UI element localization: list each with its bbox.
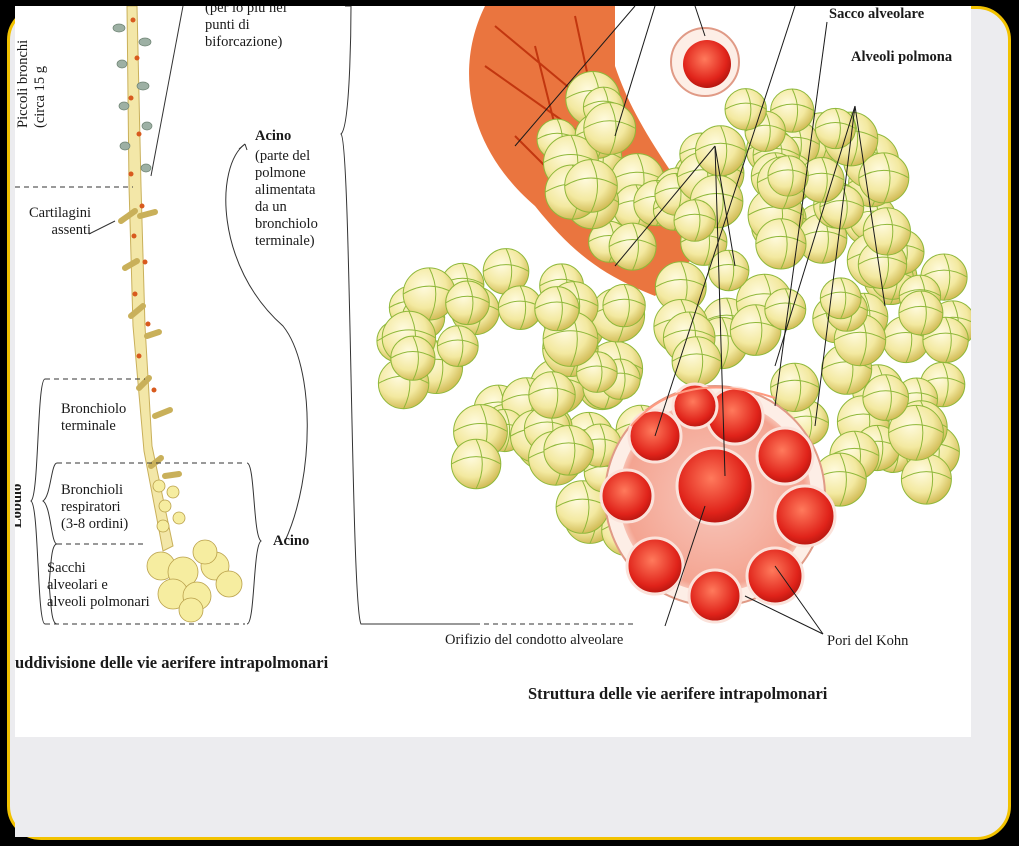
label-pori-kohn: Pori del Kohn (827, 633, 908, 650)
label-acino-title: Acino (255, 128, 291, 145)
upper-red-alveolus (671, 28, 739, 96)
alveolus (859, 153, 909, 203)
alveolus (451, 439, 500, 488)
alveolus (899, 291, 943, 335)
caption-right: Struttura delle vie aerifere intrapolmon… (528, 685, 827, 702)
alveolar-cluster (377, 6, 971, 622)
alveolus (674, 200, 716, 242)
alveolus (446, 281, 490, 325)
alveolus (820, 278, 861, 319)
alveolus (584, 103, 636, 155)
alveolus (725, 89, 766, 130)
alveolus (609, 223, 656, 270)
label-sacco-alveolare: Sacco alveolare (829, 6, 924, 23)
rotated-label-piccoli-bronchi: Piccoli bronchi (circa 15 g (15, 40, 49, 128)
alveolus (756, 219, 806, 269)
label-top-note: (per lo più nei punti di biforcazione) (205, 6, 287, 51)
alveolus (696, 126, 746, 176)
alveolus (901, 454, 951, 504)
alveolus (437, 326, 478, 367)
alveolus (709, 250, 749, 290)
label-sacchi-alveolari: Sacchi alveolari e alveoli polmonari (47, 560, 150, 611)
alveolus (535, 287, 579, 331)
label-cartilagini: Cartilagini assenti (29, 205, 91, 239)
bronchial-tree (113, 6, 242, 622)
label-alveoli-polmonari: Alveoli polmona (851, 49, 952, 66)
illustration-artwork (15, 6, 971, 737)
alveolus (544, 426, 594, 476)
alveolus (603, 284, 645, 326)
label-acino-desc: (parte del polmone alimentata da un bron… (255, 148, 318, 250)
alveolus (815, 108, 855, 148)
anatomy-illustration: Piccoli bronchi (circa 15 g (per lo più … (15, 6, 971, 737)
label-orifizio: Orifizio del condotto alveolare (445, 632, 623, 649)
alveolus (391, 336, 435, 380)
alveolus (863, 375, 909, 421)
rotated-label-lobulo: Lobulo (15, 484, 26, 528)
alveolus (768, 156, 808, 196)
label-acino-bracket: Acino (273, 533, 309, 550)
label-bronchioli-respiratori: Bronchioli respiratori (3-8 ordini) (61, 482, 128, 533)
blank-area (15, 737, 975, 837)
alveolus (863, 208, 910, 255)
alveolus (565, 160, 618, 213)
alveolus (765, 289, 806, 330)
alveolus (529, 372, 575, 418)
label-bronchiolo-terminale: Bronchiolo terminale (61, 401, 126, 435)
caption-left: uddivisione delle vie aerifere intrapolm… (15, 654, 328, 671)
